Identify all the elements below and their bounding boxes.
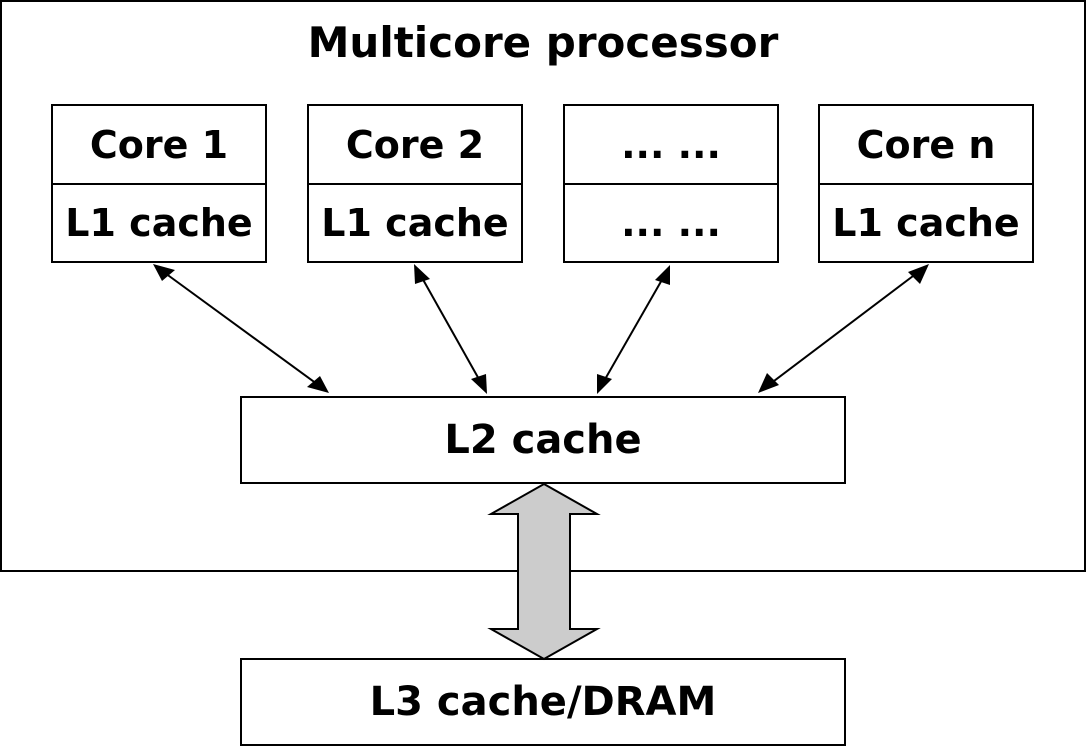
core-1-box: Core 1 L1 cache — [51, 104, 267, 263]
core-n-l1-cache-label: L1 cache — [832, 201, 1020, 245]
core-2-l2-bidirectional-arrow — [414, 264, 487, 394]
core-2-box: Core 2 L1 cache — [307, 104, 523, 263]
core-2-label: Core 2 — [309, 106, 521, 185]
core-1-l1-cache-label: L1 cache — [65, 201, 253, 245]
core-ellipsis-label: ... ... — [565, 106, 777, 185]
core-n-box: Core n L1 cache — [818, 104, 1034, 263]
core-n-l2-bidirectional-arrow — [758, 264, 929, 393]
core-ellipsis-cache-label: ... ... — [621, 201, 721, 245]
core-1-label: Core 1 — [53, 106, 265, 185]
core-2-l1-cache-label: L1 cache — [321, 201, 509, 245]
l2-cache-box: L2 cache — [240, 396, 846, 484]
core-n-label: Core n — [820, 106, 1032, 185]
core-ellipsis-l2-bidirectional-arrow — [597, 265, 670, 394]
core-ellipsis-box: ... ... ... ... — [563, 104, 779, 263]
l3-cache-dram-label: L3 cache/DRAM — [369, 679, 717, 725]
core-1-l2-bidirectional-arrow — [153, 264, 329, 393]
processor-title: Multicore processor — [307, 17, 779, 67]
l2-cache-label: L2 cache — [444, 417, 642, 463]
l2-l3-bus-arrow — [487, 482, 601, 661]
l3-cache-dram-box: L3 cache/DRAM — [240, 658, 846, 746]
